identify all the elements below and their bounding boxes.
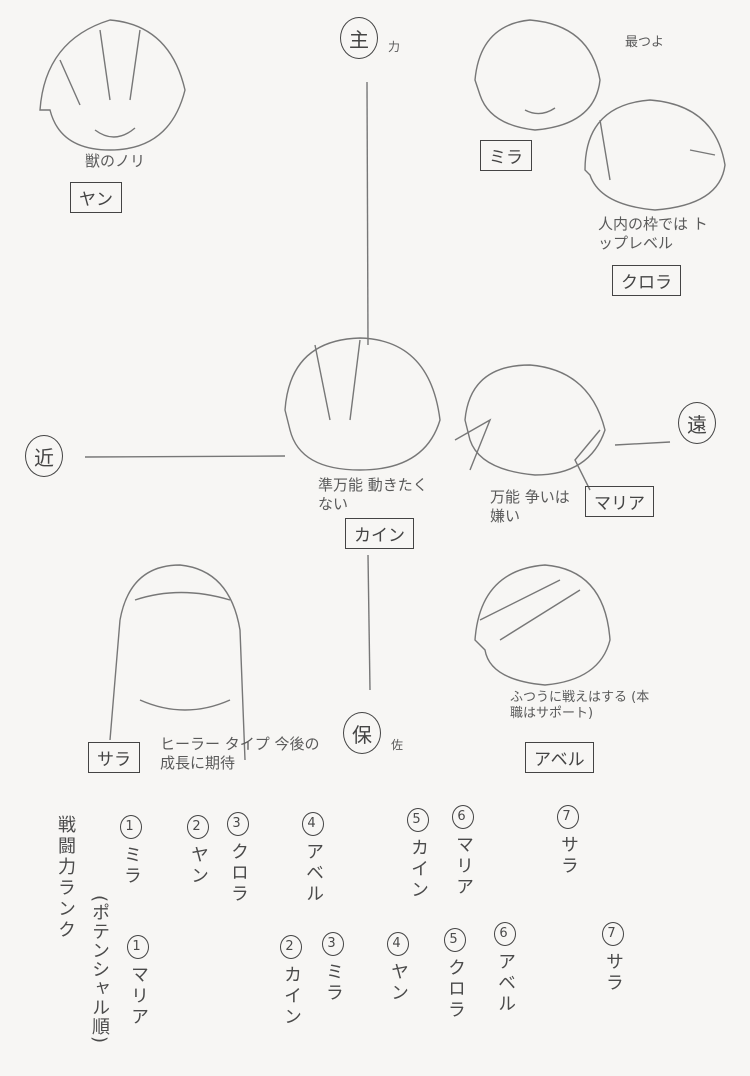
rank-name: クロラ — [228, 842, 249, 905]
rank-name: アベル — [303, 842, 324, 905]
combat-rank-item: 1 ミラ — [118, 815, 144, 887]
abel-name-tag: アベル — [525, 742, 594, 773]
potential-rank-item: 3 ミラ — [320, 932, 346, 1004]
rank-number: 5 — [444, 928, 466, 952]
maria-head-drawing — [454, 364, 606, 491]
axis-label-far: 遠 — [678, 402, 716, 444]
axis-label-main: 主 — [340, 17, 378, 59]
axis-note-support: 佐 — [391, 738, 404, 752]
kain-head-drawing — [284, 337, 441, 471]
rank-number: 7 — [602, 922, 624, 946]
combat-rank-item: 5 カイン — [405, 808, 431, 901]
sara-note: ヒーラー タイプ 今後の成長に期待 — [160, 735, 320, 772]
rank-name: マリア — [128, 965, 149, 1028]
sara-name-tag: サラ — [88, 742, 140, 773]
rank-name: クロラ — [445, 958, 466, 1021]
mira-note: 最つよ — [625, 35, 665, 50]
mira-head-drawing — [474, 19, 601, 131]
rank-number: 1 — [120, 815, 142, 839]
potential-rank-item: 6 アベル — [492, 922, 518, 1015]
kurora-name-tag: クロラ — [612, 265, 681, 296]
maria-note: 万能 争いは嫌い — [490, 488, 570, 525]
kain-note: 準万能 動きたくない — [318, 476, 428, 513]
potential-rank-item: 2 カイン — [278, 935, 304, 1028]
axis-label-support: 保 — [343, 712, 381, 754]
yan-name-tag: ヤン — [70, 182, 122, 213]
sara-head-drawing — [109, 564, 246, 761]
potential-rank-item: 7 サラ — [600, 922, 626, 994]
combat-rank-title: 戦闘力ランク — [55, 815, 76, 941]
axis-top-line — [366, 81, 369, 346]
axis-left-line — [84, 455, 286, 458]
axis-label-near: 近 — [25, 435, 63, 477]
rank-name: ミラ — [121, 845, 142, 887]
potential-rank-item: 1 マリア — [125, 935, 151, 1028]
yan-head-drawing — [39, 19, 186, 151]
potential-rank-item: 5 クロラ — [442, 928, 468, 1021]
potential-rank-title: (ポテンシャル順) — [89, 895, 110, 1045]
rank-number: 5 — [407, 808, 429, 832]
rank-number: 2 — [280, 935, 302, 959]
mira-name-tag: ミラ — [480, 140, 532, 171]
rank-name: サラ — [603, 952, 624, 994]
yan-note: 獣のノリ — [85, 152, 146, 170]
rank-name: サラ — [558, 835, 579, 877]
combat-rank-item: 4 アベル — [300, 812, 326, 905]
combat-rank-item: 2 ヤン — [185, 815, 211, 887]
combat-rank-item: 6 マリア — [450, 805, 476, 898]
rank-number: 3 — [322, 932, 344, 956]
kain-name-tag: カイン — [345, 518, 414, 549]
axis-right-line — [614, 441, 671, 446]
rank-name: カイン — [281, 965, 302, 1028]
rank-number: 3 — [227, 812, 249, 836]
rank-number: 1 — [127, 935, 149, 959]
rank-number: 6 — [494, 922, 516, 946]
axis-bottom-line — [367, 554, 371, 691]
rank-number: 7 — [557, 805, 579, 829]
abel-note: ふつうに戦えはする (本職はサポート) — [510, 690, 650, 722]
rank-name: ミラ — [323, 962, 344, 1004]
rank-number: 6 — [452, 805, 474, 829]
kurora-note: 人内の枠では トップレベル — [598, 215, 708, 252]
rank-number: 4 — [302, 812, 324, 836]
combat-rank-item: 7 サラ — [555, 805, 581, 877]
rank-name: ヤン — [388, 962, 409, 1004]
rank-name: ヤン — [188, 845, 209, 887]
combat-rank-item: 3 クロラ — [225, 812, 251, 905]
rank-name: マリア — [453, 835, 474, 898]
kurora-head-drawing — [584, 99, 726, 211]
rank-name: カイン — [408, 838, 429, 901]
rank-name: アベル — [495, 952, 516, 1015]
axis-note-main: 力 — [388, 40, 401, 54]
potential-rank-item: 4 ヤン — [385, 932, 411, 1004]
rank-number: 2 — [187, 815, 209, 839]
rank-number: 4 — [387, 932, 409, 956]
maria-name-tag: マリア — [585, 486, 654, 517]
abel-head-drawing — [474, 564, 611, 686]
